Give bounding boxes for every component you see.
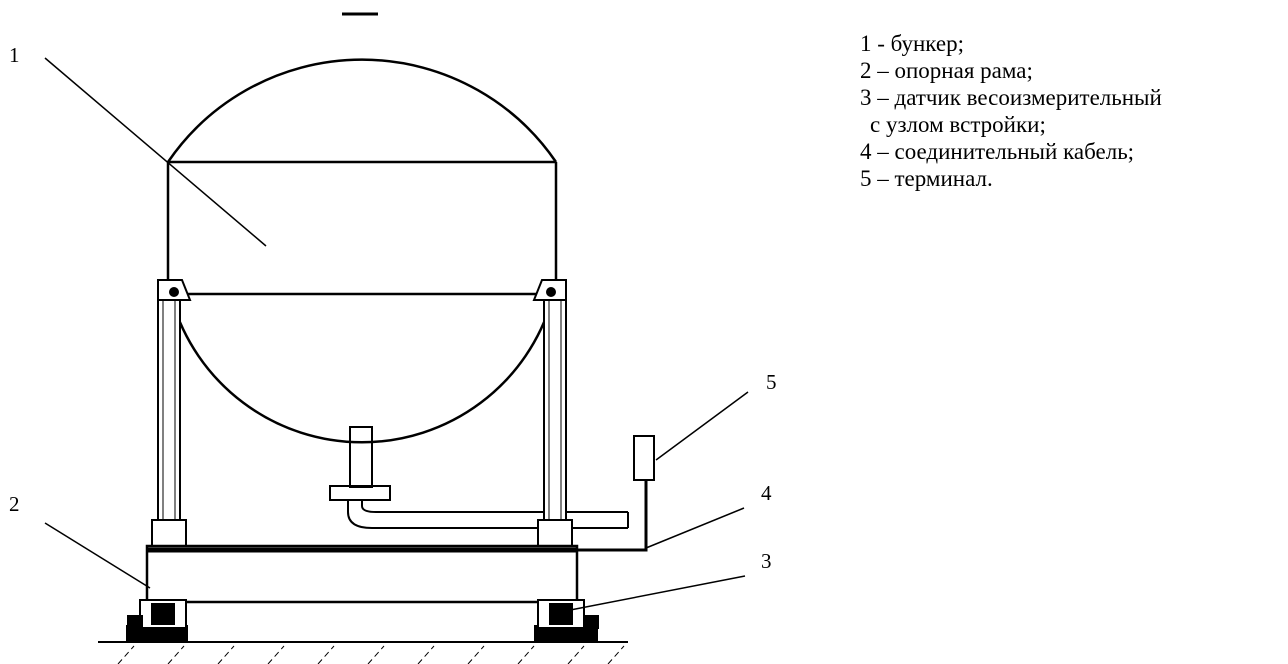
support-frame — [145, 544, 579, 604]
connecting-cable — [577, 480, 648, 552]
leader-lines — [44, 57, 749, 613]
terminal-assembly — [577, 435, 655, 552]
leader-2 — [44, 522, 151, 589]
ground — [98, 641, 628, 664]
callout-2: 2 — [9, 492, 20, 516]
load-cells — [126, 599, 599, 641]
terminal — [633, 435, 655, 481]
hopper-top-dome — [166, 58, 558, 163]
leader-1 — [44, 57, 267, 247]
outlet-flange — [329, 485, 391, 501]
legend-item-1: 1 - бункер; — [860, 31, 964, 56]
outlet-pipe — [329, 426, 629, 529]
legend-item-5: 5 – терминал. — [860, 166, 993, 191]
hopper — [166, 12, 558, 444]
legend-item-4: 4 – соединительный кабель; — [860, 139, 1135, 164]
leader-3 — [559, 575, 746, 613]
callout-3: 3 — [761, 549, 772, 573]
frame-legs — [151, 299, 573, 547]
legend-item-3: 3 – датчик весоизмерительный — [860, 85, 1162, 110]
left-leg-foot — [151, 519, 187, 547]
left-leg — [157, 299, 181, 523]
hopper-bottom-bowl — [170, 299, 554, 444]
left-lug-bolt — [169, 287, 179, 297]
callout-4: 4 — [761, 481, 772, 505]
legend: 1 - бункер; 2 – опорная рама; 3 – датчик… — [860, 30, 1280, 192]
outlet-neck — [349, 426, 373, 488]
callout-5: 5 — [766, 370, 777, 394]
leader-4 — [645, 507, 745, 549]
right-leg-foot — [537, 519, 573, 547]
leader-5 — [655, 391, 749, 461]
legend-item-2: 2 – опорная рама; — [860, 58, 1033, 83]
callout-1: 1 — [9, 43, 20, 67]
ground-hatching — [117, 645, 625, 664]
load-cell-left — [126, 599, 188, 641]
right-lug-bolt — [546, 287, 556, 297]
legend-item-3-continued: с узлом встройки; — [870, 112, 1046, 137]
outlet-elbow-outer — [347, 500, 628, 529]
hopper-lugs — [157, 279, 567, 301]
frame-beam — [145, 544, 579, 604]
outlet-elbow-inner — [361, 500, 628, 513]
load-cell-right — [534, 599, 599, 641]
right-leg — [543, 299, 567, 523]
